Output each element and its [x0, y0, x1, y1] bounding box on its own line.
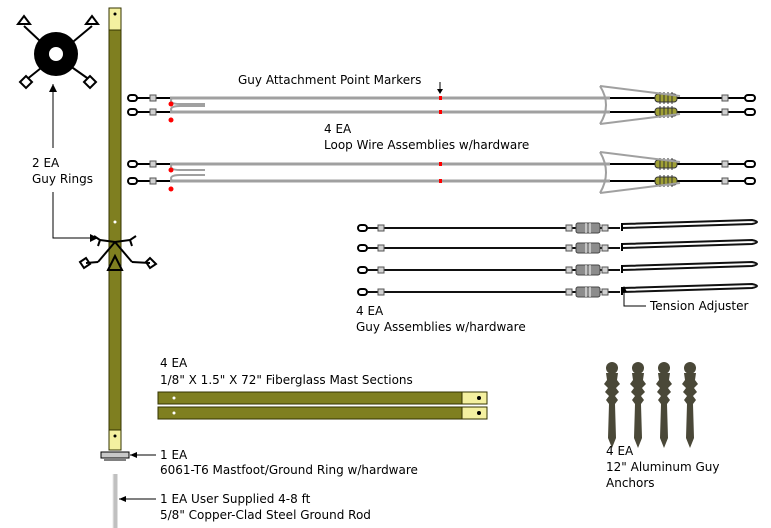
loop-wire [127, 158, 756, 173]
loop-wire-assemblies [127, 85, 756, 194]
mastfoot-label: 6061-T6 Mastfoot/Ground Ring w/hardware [160, 463, 418, 477]
insulator [654, 92, 678, 104]
guy-assembly [357, 260, 758, 276]
guy-anchor [682, 362, 698, 448]
loop-wire-label: Loop Wire Assemblies w/hardware [324, 138, 530, 152]
guy-ring-top [16, 14, 100, 90]
guy-assemblies-label: Guy Assemblies w/hardware [356, 320, 526, 334]
anchors-label: 12" Aluminum Guy [606, 460, 720, 474]
attachment-point-marker [439, 162, 442, 166]
wire-end-marker [168, 117, 174, 123]
mast-section-2 [157, 406, 488, 420]
guy-assemblies [357, 218, 758, 298]
guy-rings-leader [49, 84, 98, 242]
mastfoot [100, 451, 130, 461]
guy-rings-count: 2 EA [32, 156, 60, 170]
wire-end-marker [168, 186, 174, 192]
guy-anchor [656, 362, 672, 448]
loop-wire [127, 92, 756, 107]
ground-rod [112, 474, 118, 528]
markers-label: Guy Attachment Point Markers [238, 73, 422, 87]
mastfoot-leader [130, 452, 156, 458]
mastfoot-count: 1 EA [160, 448, 188, 462]
attachment-point-marker [439, 96, 442, 100]
assembled-mast [108, 7, 122, 451]
turnbuckle [575, 264, 601, 276]
ground-rod-label: 5/8" Copper-Clad Steel Ground Rod [160, 508, 371, 522]
ground-rod-count: 1 EA User Supplied 4-8 ft [160, 492, 311, 506]
guy-anchor [630, 362, 646, 448]
loop-wire [127, 105, 756, 123]
guy-anchor [604, 362, 620, 448]
wire-end-marker [168, 101, 174, 107]
mast-sections-count: 4 EA [160, 356, 188, 370]
guy-assemblies-count: 4 EA [356, 304, 384, 318]
markers-leader [437, 82, 443, 94]
attachment-point-marker [439, 179, 442, 183]
loop-wire [127, 174, 756, 192]
guy-assembly [357, 282, 758, 298]
turnbuckle [575, 222, 601, 234]
guy-ring-on-mast [78, 235, 158, 271]
ground-rod-leader [119, 496, 156, 502]
turnbuckle [575, 242, 601, 254]
loop-wire-count: 4 EA [324, 122, 352, 136]
guy-assembly [357, 218, 758, 234]
mast-sections-label: 1/8" X 1.5" X 72" Fiberglass Mast Sectio… [160, 373, 413, 387]
wire-end-marker [168, 167, 174, 173]
guy-rings-label: Guy Rings [32, 172, 93, 186]
tension-adjuster-label: Tension Adjuster [650, 299, 749, 313]
guy-assembly [357, 238, 758, 254]
attachment-point-marker [439, 110, 442, 114]
loop-wire-pair [127, 151, 756, 194]
mast-section-1 [157, 391, 488, 405]
guy-anchors [604, 362, 698, 448]
turnbuckle [575, 286, 601, 298]
anchors-label-2: Anchors [606, 476, 655, 490]
anchors-count: 4 EA [606, 444, 634, 458]
loop-wire-pair [127, 85, 756, 125]
tension-adjuster-leader [621, 286, 646, 307]
